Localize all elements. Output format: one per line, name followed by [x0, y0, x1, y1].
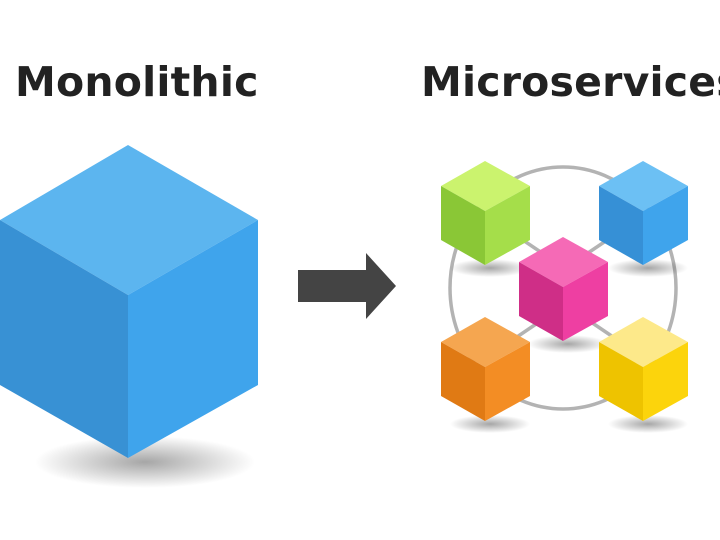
microservices-title: Microservices [421, 58, 720, 106]
service-cube-left [599, 342, 643, 421]
service-cube-right [485, 186, 530, 265]
service-shadow [608, 259, 688, 277]
service-shadow [450, 259, 530, 277]
service-cube-left [441, 342, 485, 421]
service-cube-pink [519, 237, 608, 353]
monolith-cube-right [128, 220, 258, 458]
service-cube-left [599, 186, 643, 265]
service-cube-left [519, 262, 563, 341]
service-cube-green [441, 161, 530, 277]
service-cube-yellow [599, 317, 688, 433]
monolith-shadow [35, 436, 255, 488]
monolith-cube-top [0, 145, 258, 295]
service-cube-top [599, 317, 688, 367]
service-cube-top [519, 237, 608, 287]
service-cube-right [643, 342, 688, 421]
service-cube-left [441, 186, 485, 265]
connector-ring [448, 165, 678, 411]
monolithic-title: Monolithic [15, 58, 259, 106]
monolith-cube [0, 145, 258, 488]
service-cube-top [441, 161, 530, 211]
service-shadow [528, 335, 608, 353]
monolith-cube-left [0, 220, 128, 458]
service-cube-blue [599, 161, 688, 277]
service-cube-right [563, 262, 608, 341]
service-cube-top [441, 317, 530, 367]
service-shadow [450, 415, 530, 433]
service-cube-top [599, 161, 688, 211]
service-shadow [608, 415, 688, 433]
service-cube-orange [441, 317, 530, 433]
service-cube-right [485, 342, 530, 421]
right-arrow-icon [298, 253, 396, 319]
service-cube-right [643, 186, 688, 265]
